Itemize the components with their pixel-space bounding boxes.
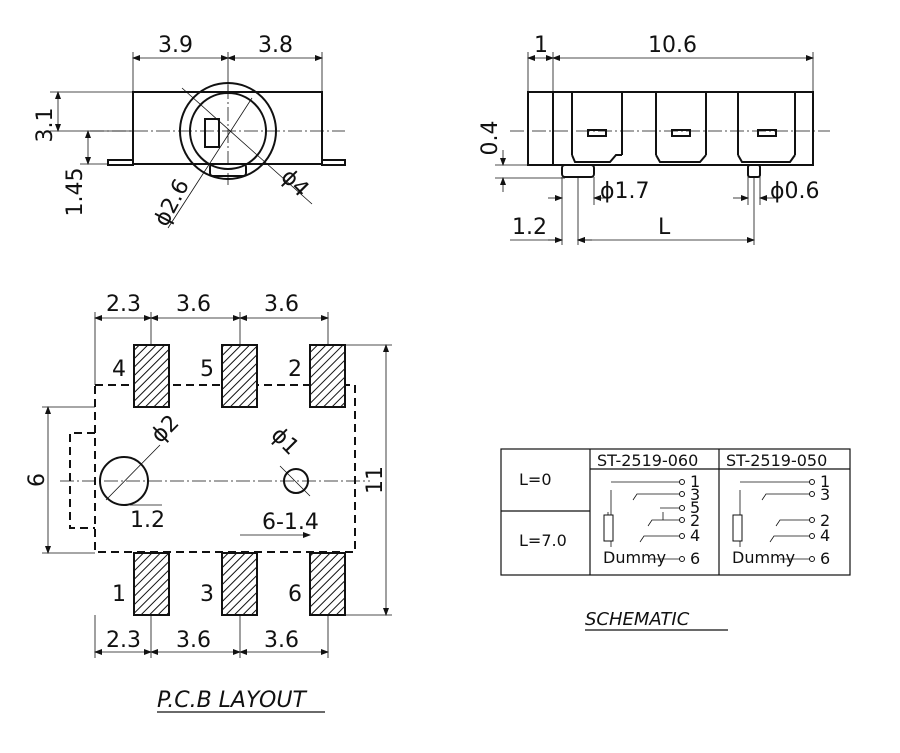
pcb-top-dim-2: 3.6 — [176, 292, 211, 317]
pcb-dim-hole-offset: 1.2 — [130, 508, 165, 533]
side-dim-edge: 1 — [534, 33, 548, 58]
pcb-dim-total: 11 — [363, 466, 388, 494]
schematic-model-050: ST-2519-050 — [726, 451, 827, 470]
schematic-row-label-0: L=0 — [519, 470, 552, 489]
side-view: 1 10.6 0.4 ϕ1.7 ϕ0.6 — [478, 33, 830, 245]
schem-060-pin-6: 6 — [690, 549, 700, 568]
schematic-050-wiring: 1 3 2 4 6 Dummy — [732, 472, 830, 568]
schem-060-pin-4: 4 — [690, 526, 700, 545]
side-dim-l: L — [658, 215, 671, 240]
pcb-top-dim-1: 2.3 — [106, 292, 141, 317]
pcb-bottom-dim-3: 3.6 — [264, 628, 299, 653]
schem-050-pin-4: 4 — [820, 526, 830, 545]
side-dim-offset: 0.4 — [478, 121, 503, 156]
front-dim-leg-height: 1.45 — [63, 168, 88, 217]
front-dim-inner-diameter: ϕ2.6 — [150, 175, 195, 230]
pcb-layout: 2.3 3.6 3.6 4 5 2 1 3 6 ϕ2 ϕ1 1.2 6-1.4 … — [25, 292, 392, 713]
pcb-dim-height: 6 — [25, 473, 50, 487]
pin-label-3: 3 — [200, 582, 214, 607]
pin-label-2: 2 — [288, 357, 302, 382]
pcb-hole-small: ϕ1 — [266, 423, 304, 461]
schem-060-pin-3: 3 — [690, 485, 700, 504]
front-dim-outer-diameter: ϕ4 — [276, 164, 314, 202]
schem-060-pin-1: 1 — [690, 472, 700, 491]
schem-060-pin-5: 5 — [690, 498, 700, 517]
side-dim-post-small: ϕ0.6 — [770, 179, 820, 204]
schem-060-dummy: Dummy — [603, 548, 666, 567]
schem-050-pin-1: 1 — [820, 472, 830, 491]
schem-050-pin-2: 2 — [820, 511, 830, 530]
pin-label-6: 6 — [288, 582, 302, 607]
side-dim-post-large: ϕ1.7 — [600, 179, 650, 204]
pcb-layout-title: P.C.B LAYOUT — [157, 688, 307, 713]
pcb-hole-large: ϕ2 — [147, 410, 185, 448]
pin-label-5: 5 — [200, 357, 214, 382]
front-dim-left-width: 3.9 — [158, 33, 193, 58]
front-view: 3.9 3.8 3.1 1.45 ϕ2.6 ϕ4 — [33, 33, 346, 231]
schem-060-pin-2: 2 — [690, 511, 700, 530]
pcb-top-dim-3: 3.6 — [264, 292, 299, 317]
schematic-table: L=0 L=7.0 ST-2519-060 ST-2519-050 1 3 5 … — [500, 448, 851, 631]
schematic-060-wiring: 1 3 5 2 4 6 Dummy — [603, 472, 700, 568]
front-dim-height: 3.1 — [33, 108, 58, 143]
schematic-model-060: ST-2519-060 — [597, 451, 698, 470]
schem-050-dummy: Dummy — [732, 548, 795, 567]
pin-label-4: 4 — [112, 357, 126, 382]
schematic-row-label-1: L=7.0 — [519, 531, 567, 550]
schem-050-pin-6: 6 — [820, 549, 830, 568]
front-dim-right-width: 3.8 — [258, 33, 293, 58]
pcb-bottom-dim-2: 3.6 — [176, 628, 211, 653]
pcb-bottom-dim-1: 2.3 — [106, 628, 141, 653]
pcb-dim-pad: 6-1.4 — [262, 510, 319, 535]
pin-label-1: 1 — [112, 582, 126, 607]
side-dim-length: 10.6 — [648, 33, 697, 58]
side-dim-post-offset: 1.2 — [512, 215, 547, 240]
schem-050-pin-3: 3 — [820, 485, 830, 504]
schematic-title: SCHEMATIC — [585, 609, 690, 630]
